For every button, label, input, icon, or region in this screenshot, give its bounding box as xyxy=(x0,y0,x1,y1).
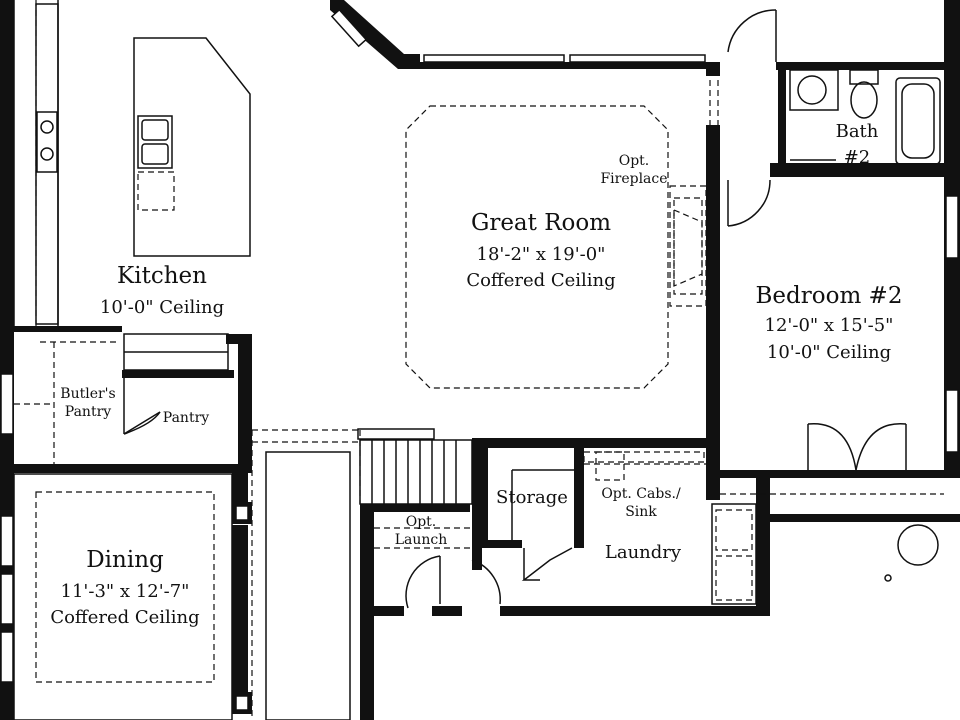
opt-launch-line2: Launch xyxy=(395,532,448,548)
butlers-pantry-line2: Pantry xyxy=(65,404,111,420)
laundry-cabinets xyxy=(583,451,757,605)
opt-cabs-line2: Sink xyxy=(625,504,657,520)
storage-door xyxy=(471,469,574,605)
doorway-dashes xyxy=(709,80,719,130)
water-heater xyxy=(884,524,939,582)
opt-fireplace-line1: Opt. xyxy=(619,153,650,169)
dining-ceiling: Coffered Ceiling xyxy=(50,607,199,628)
kitchen-ceiling: 10'-0" Ceiling xyxy=(100,297,224,318)
bath-fixtures xyxy=(789,69,941,165)
storage-name: Storage xyxy=(496,487,568,508)
right-windows xyxy=(945,195,959,453)
opt-fireplace-outline xyxy=(669,185,707,307)
laundry-name: Laundry xyxy=(605,542,682,563)
labels: Kitchen 10'-0" Ceiling Great Room 18'-2"… xyxy=(50,121,902,628)
pantry-name: Pantry xyxy=(163,410,209,426)
left-windows xyxy=(0,373,14,683)
kitchen-name: Kitchen xyxy=(117,263,207,289)
great-room-windows xyxy=(330,8,706,63)
great-room-ceiling: Coffered Ceiling xyxy=(466,270,615,291)
coffered-ceiling-great-room xyxy=(405,105,669,389)
bedroom2-name: Bedroom #2 xyxy=(756,283,903,309)
bath-door xyxy=(727,9,777,62)
pantry-door xyxy=(123,378,161,435)
closet-doors xyxy=(720,422,944,495)
kitchen-counter xyxy=(13,0,59,326)
hallway-dashes xyxy=(251,429,361,720)
bedroom-door xyxy=(727,179,771,227)
bedroom2-dims: 12'-0" x 15'-5" xyxy=(765,315,894,336)
dining-name: Dining xyxy=(86,547,164,573)
butlers-pantry-line1: Butler's xyxy=(60,386,115,402)
great-room-dims: 18'-2" x 19'-0" xyxy=(477,244,606,265)
great-room-name: Great Room xyxy=(471,210,611,236)
bath2-line2: #2 xyxy=(844,147,871,168)
launch-door xyxy=(374,527,472,609)
bath2-line1: Bath xyxy=(836,121,879,142)
opt-launch-line1: Opt. xyxy=(406,514,437,530)
bedroom2-ceiling: 10'-0" Ceiling xyxy=(767,342,891,363)
cooktop xyxy=(36,111,58,173)
butlers-counter xyxy=(14,333,229,464)
stairs xyxy=(357,428,473,505)
opt-fireplace-line2: Fireplace xyxy=(600,171,667,187)
opt-cabs-line1: Opt. Cabs./ xyxy=(601,486,681,502)
kitchen-island xyxy=(133,37,251,257)
dining-dims: 11'-3" x 12'-7" xyxy=(61,581,190,602)
coffered-ceiling-dining xyxy=(13,473,233,720)
dining-columns xyxy=(232,502,252,714)
